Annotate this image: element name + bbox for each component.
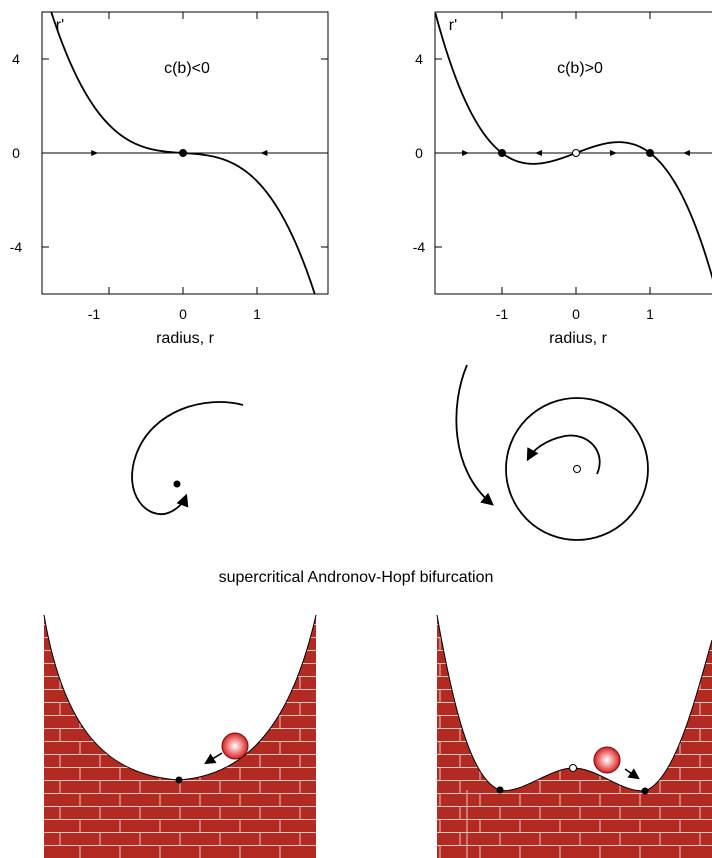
flow-arrow-left <box>260 150 267 156</box>
y-tick-label: 4 <box>12 51 20 67</box>
x-tick-label: 1 <box>646 306 654 322</box>
x-tick-label: 0 <box>572 306 580 322</box>
rolling-ball <box>222 733 248 759</box>
flow-arrow-left <box>535 150 542 156</box>
flow-arrow-right <box>91 150 98 156</box>
fixed-points <box>180 150 187 157</box>
stable-equilibrium-left <box>497 787 504 794</box>
trajectory-arrow <box>132 402 243 514</box>
stable-equilibrium <box>176 777 183 784</box>
inner-trajectory-arrow <box>528 435 600 474</box>
y-tick-label: -4 <box>10 239 23 255</box>
unstable-equilibrium <box>570 765 577 772</box>
single-well-landscape <box>44 615 316 858</box>
condition-label: c(b)<0 <box>164 60 210 77</box>
phase-plot-negative: -1 0 1 4 0 -4 r' radius, r c(b)<0 <box>10 0 328 347</box>
x-axis-label: radius, r <box>549 330 607 347</box>
flow-arrow-right <box>610 150 617 156</box>
x-tick-label: -1 <box>496 306 509 322</box>
rolling-ball <box>594 747 620 773</box>
y-axis-label: r' <box>449 17 457 34</box>
x-axis-label: radius, r <box>156 330 214 347</box>
stable-equilibrium-right <box>642 788 649 795</box>
spiral-to-limit-cycle <box>456 365 648 540</box>
brick-wall <box>44 615 316 858</box>
y-tick-label: -4 <box>413 239 426 255</box>
figure-caption: supercritical Andronov-Hopf bifurcation <box>219 569 494 586</box>
condition-label: c(b)>0 <box>557 60 603 77</box>
x-tick-label: 0 <box>179 306 187 322</box>
stable-focus <box>174 481 181 488</box>
y-tick-label: 0 <box>415 145 423 161</box>
brick-wall <box>437 615 712 858</box>
spiral-into-fixed-point <box>132 402 243 514</box>
stable-fixed-point <box>499 150 506 157</box>
ball-direction-arrow <box>206 753 222 763</box>
phase-plot-positive: -1 0 1 4 0 -4 r' radius, r c(b)>0 <box>413 12 712 347</box>
flow-arrow-right <box>462 150 469 156</box>
unstable-focus <box>574 466 581 473</box>
y-axis-label: r' <box>56 17 64 34</box>
x-tick-label: -1 <box>88 306 101 322</box>
y-tick-label: 0 <box>12 145 20 161</box>
unstable-fixed-point <box>573 150 580 157</box>
stable-fixed-point <box>647 150 654 157</box>
outer-trajectory-arrow <box>456 365 492 504</box>
y-tick-label: 4 <box>415 51 423 67</box>
stable-fixed-point <box>180 150 187 157</box>
ball-direction-arrow <box>625 769 638 778</box>
velocity-curve <box>42 0 323 323</box>
x-tick-label: 1 <box>253 306 261 322</box>
double-well-landscape <box>437 615 712 858</box>
flow-arrow-left <box>683 150 690 156</box>
